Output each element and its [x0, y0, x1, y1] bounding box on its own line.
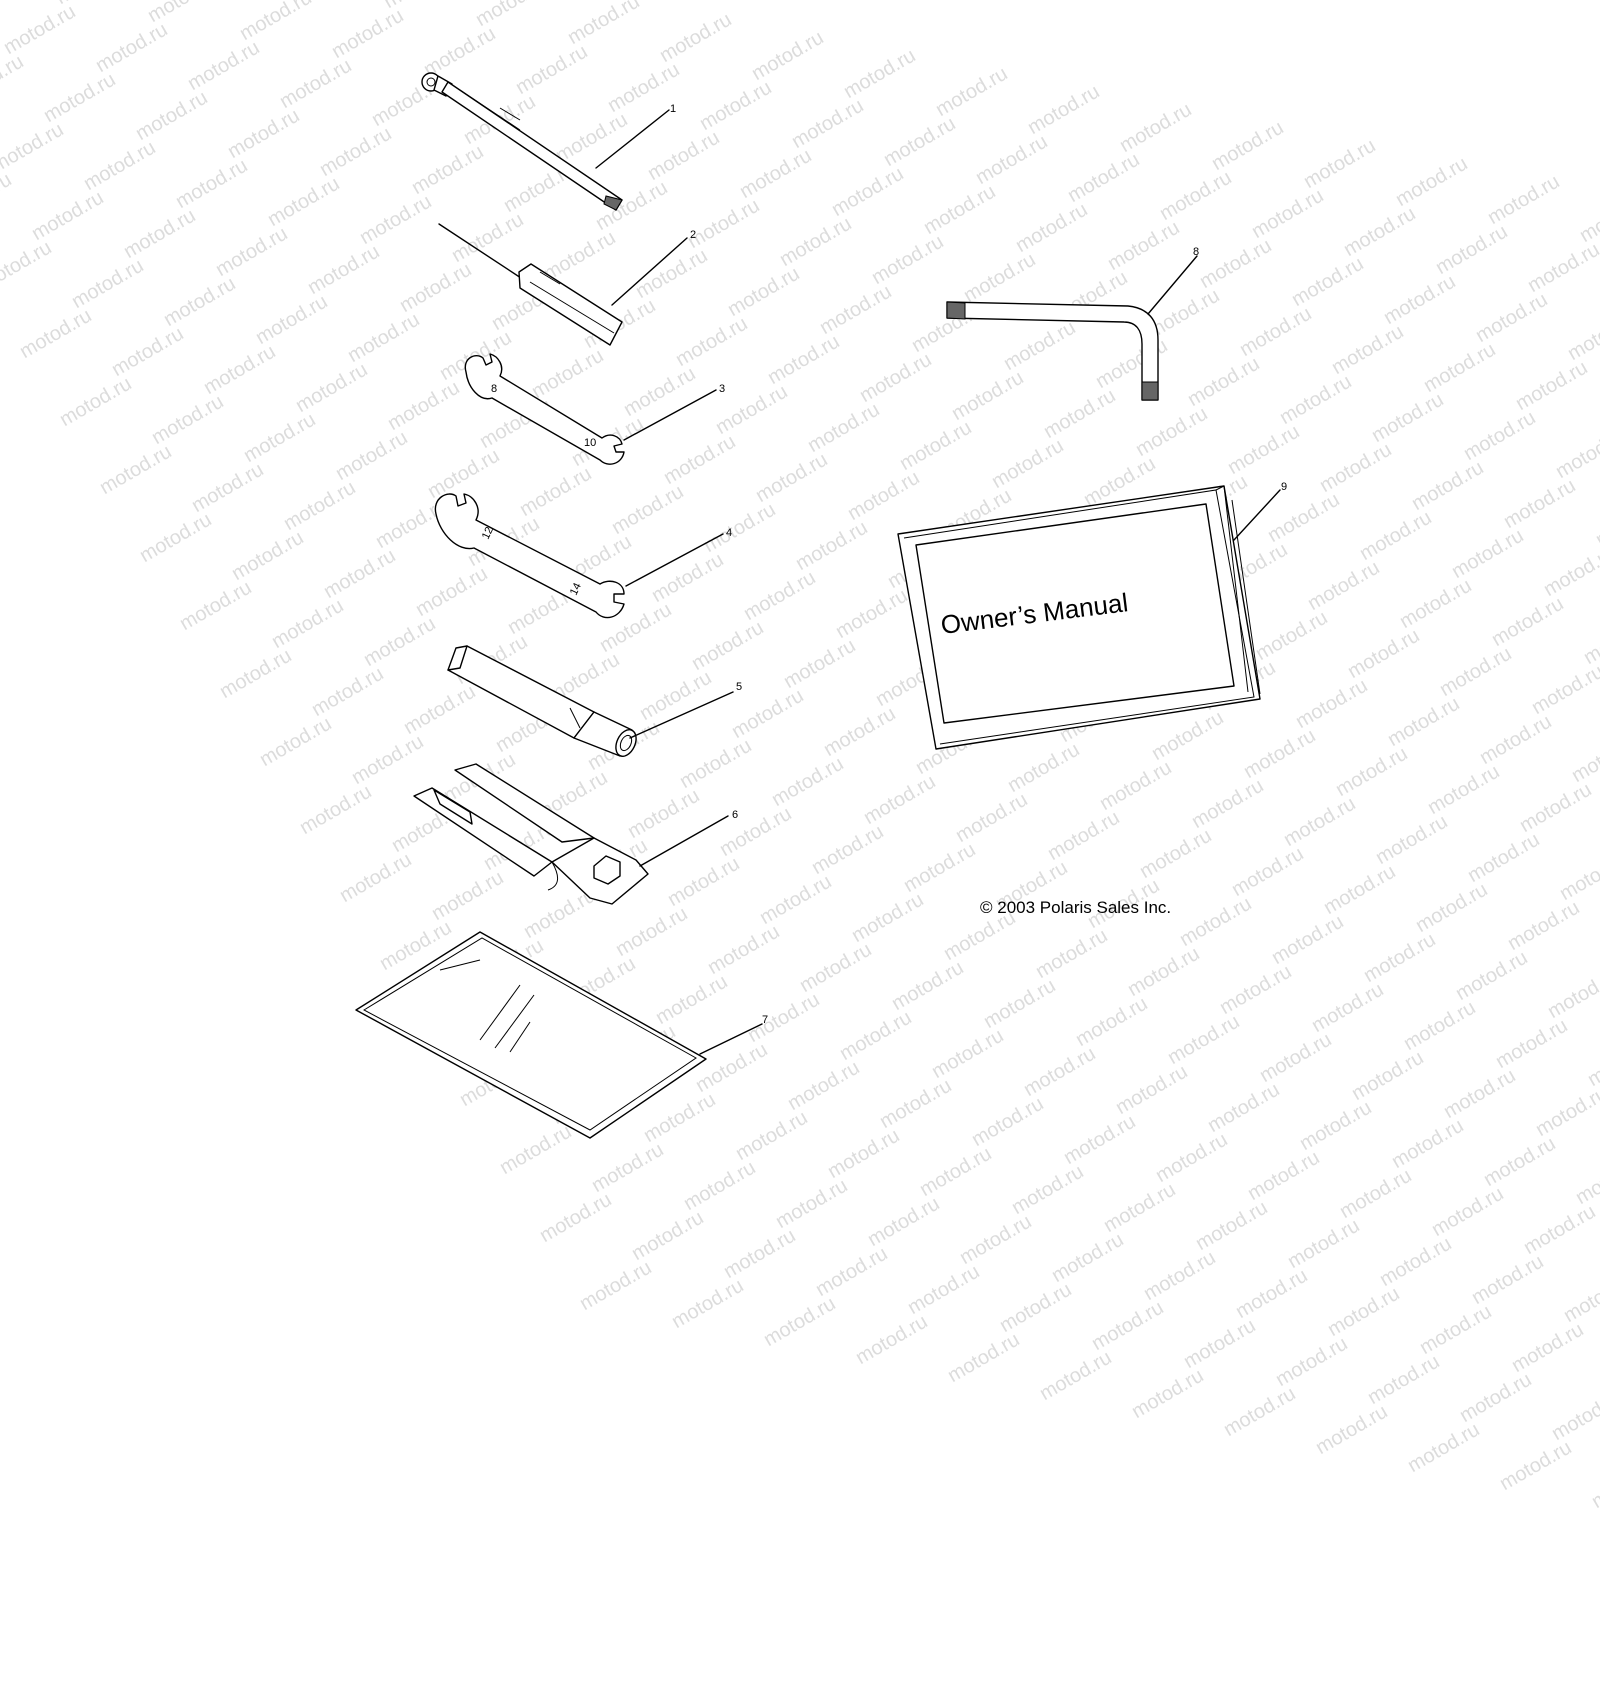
- callout-1: 1: [670, 103, 676, 115]
- watermark-text: motod.ru: [852, 1310, 932, 1370]
- part-screwdriver: [438, 223, 688, 346]
- watermark-text: motod.ru: [1048, 1228, 1128, 1288]
- watermark-text: motod.ru: [1588, 1454, 1600, 1514]
- callout-8: 8: [1193, 246, 1199, 258]
- callout-6: 6: [732, 809, 738, 821]
- watermark-text: motod.ru: [1036, 1346, 1116, 1406]
- watermark-text: motod.ru: [1192, 1196, 1272, 1256]
- callout-5: 5: [736, 681, 742, 693]
- callout-7: 7: [762, 1014, 768, 1026]
- watermark-text: motod.ru: [1140, 1246, 1220, 1306]
- watermark-text: motod.ru: [1468, 1250, 1548, 1310]
- parts-diagram: 1 2 8 10 3 12 14 4 5: [355, 72, 1287, 1139]
- part-combination-tool: [413, 763, 729, 905]
- part-hex-key: [946, 255, 1198, 401]
- watermark-text: motod.ru: [720, 1224, 800, 1284]
- watermark-text: motod.ru: [576, 1256, 656, 1316]
- watermark-text: motod.ru: [812, 1242, 892, 1302]
- watermark-text: motod.ru: [996, 1278, 1076, 1338]
- watermark-text: motod.ru: [1232, 1264, 1312, 1324]
- wrench-small-size-b: 10: [584, 437, 596, 449]
- watermark-text: motod.ru: [1548, 1386, 1600, 1446]
- wrench-large-size-a: 12: [480, 525, 496, 541]
- watermark-text: motod.ru: [1180, 1314, 1260, 1374]
- part-owners-manual: Owner’s Manual: [897, 485, 1281, 750]
- watermark-text: motod.ru: [1128, 1364, 1208, 1424]
- wrench-large-size-b: 14: [568, 581, 584, 597]
- watermark-text: motod.ru: [1220, 1382, 1300, 1442]
- watermark-text: motod.ru: [760, 1292, 840, 1352]
- watermark-text: motod.ru: [668, 1274, 748, 1334]
- part-wrench-large: 12 14: [434, 493, 724, 619]
- watermark-text: motod.ru: [956, 1210, 1036, 1270]
- callout-3: 3: [719, 383, 725, 395]
- watermark-text: motod.ru: [1376, 1232, 1456, 1292]
- watermark-text: motod.ru: [1364, 1350, 1444, 1410]
- watermark-text: motod.ru: [1456, 1368, 1536, 1428]
- watermark-text: motod.ru: [904, 1260, 984, 1320]
- watermark-text: motod.ru: [1404, 1418, 1484, 1478]
- part-wrench-small: 8 10: [464, 353, 717, 465]
- callout-4: 4: [726, 527, 732, 539]
- watermark-text: motod.ru: [1324, 1282, 1404, 1342]
- watermark-text: motod.ru: [1284, 1214, 1364, 1274]
- watermark-text: motod.ru: [1312, 1400, 1392, 1460]
- callout-9: 9: [1281, 481, 1287, 493]
- callout-2: 2: [690, 229, 696, 241]
- watermark-text: motod.ru: [944, 1328, 1024, 1388]
- watermark-text: motod.ru: [864, 1192, 944, 1252]
- watermark-text: motod.ru: [1416, 1300, 1496, 1360]
- watermark-text: motod.ru: [1520, 1200, 1600, 1260]
- wrench-small-size-a: 8: [491, 383, 497, 395]
- watermark-text: motod.ru: [1560, 1268, 1600, 1328]
- part-tire-pressure-gauge: [421, 72, 670, 211]
- watermark-text: motod.ru: [1272, 1332, 1352, 1392]
- watermark-text: motod.ru: [1508, 1318, 1588, 1378]
- watermark-text: motod.ru: [628, 1206, 708, 1266]
- copyright-notice: © 2003 Polaris Sales Inc.: [980, 898, 1171, 917]
- watermark-text: motod.ru: [1496, 1436, 1576, 1496]
- watermark-text: motod.ru: [1088, 1296, 1168, 1356]
- part-spark-plug-wrench: [447, 645, 734, 757]
- part-tool-bag: [355, 931, 763, 1139]
